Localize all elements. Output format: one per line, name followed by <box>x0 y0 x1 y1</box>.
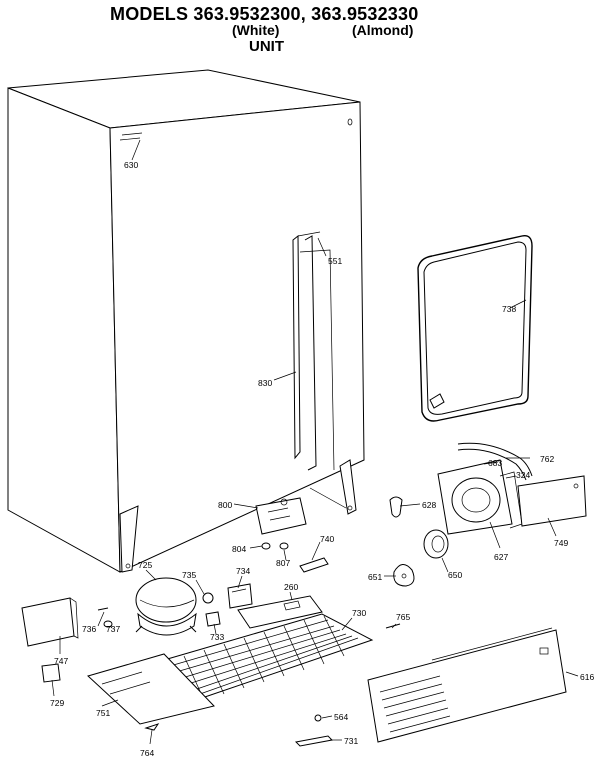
label-736: 736 <box>82 624 96 634</box>
base-plate-751 <box>87 653 215 725</box>
white-model-note: (White) <box>232 22 280 38</box>
label-551: 551 <box>328 256 342 266</box>
label-738: 738 <box>502 304 516 314</box>
part-737 <box>103 620 113 628</box>
fan-bracket-627 <box>437 459 523 535</box>
label-751: 751 <box>96 708 110 718</box>
label-733: 733 <box>210 632 224 642</box>
valve-800 <box>255 497 307 535</box>
compressor-725 <box>135 577 197 636</box>
label-804: 804 <box>232 544 246 554</box>
models-title: MODELS 363.9532300, 363.9532330 <box>110 4 419 24</box>
label-683: 683 <box>488 458 502 468</box>
label-616: 616 <box>580 672 594 682</box>
part-807 <box>279 542 289 550</box>
relay-733 <box>205 611 221 627</box>
almond-model-note: (Almond) <box>352 22 414 38</box>
label-731: 731 <box>344 736 358 746</box>
drain-628 <box>389 496 403 518</box>
bracket-740 <box>299 557 329 573</box>
label-765: 765 <box>396 612 410 622</box>
bracket-764 <box>144 723 160 731</box>
label-564: 564 <box>334 712 348 722</box>
label-762: 762 <box>540 454 554 464</box>
label-729: 729 <box>50 698 64 708</box>
part-729 <box>41 663 61 683</box>
label-735: 735 <box>182 570 196 580</box>
label-764: 764 <box>140 748 154 758</box>
label-324: 324 <box>516 470 530 480</box>
clip-765 <box>385 623 401 629</box>
part-labels: 630 551 738 830 762 683 324 800 628 749 … <box>50 160 594 758</box>
cover-749 <box>517 475 587 527</box>
label-740: 740 <box>320 534 334 544</box>
cabinet <box>7 69 365 573</box>
drain-pan-260 <box>237 595 323 629</box>
label-747: 747 <box>54 656 68 666</box>
label-725: 725 <box>138 560 152 570</box>
fan-blade-651 <box>393 564 415 587</box>
title-block: MODELS 363.9532300, 363.9532330 (White) … <box>0 0 608 60</box>
unit-subtitle: UNIT <box>249 38 284 55</box>
label-260: 260 <box>284 582 298 592</box>
screw-564 <box>314 714 322 722</box>
label-734: 734 <box>236 566 250 576</box>
label-730: 730 <box>352 608 366 618</box>
grommet-735 <box>202 592 214 604</box>
label-651: 651 <box>368 572 382 582</box>
screw-736 <box>97 607 109 611</box>
grille-616 <box>367 627 567 743</box>
label-630: 630 <box>124 160 138 170</box>
label-737: 737 <box>106 624 120 634</box>
part-804 <box>261 542 271 550</box>
gasket-738 <box>417 235 533 422</box>
label-800: 800 <box>218 500 232 510</box>
label-627: 627 <box>494 552 508 562</box>
bracket-747 <box>21 597 79 647</box>
label-830: 830 <box>258 378 272 388</box>
overload-734 <box>227 583 253 609</box>
label-628: 628 <box>422 500 436 510</box>
label-749: 749 <box>554 538 568 548</box>
fan-motor-650 <box>423 529 449 559</box>
bracket-731 <box>294 735 334 747</box>
label-807: 807 <box>276 558 290 568</box>
label-650: 650 <box>448 570 462 580</box>
leader-lines <box>51 139 579 745</box>
